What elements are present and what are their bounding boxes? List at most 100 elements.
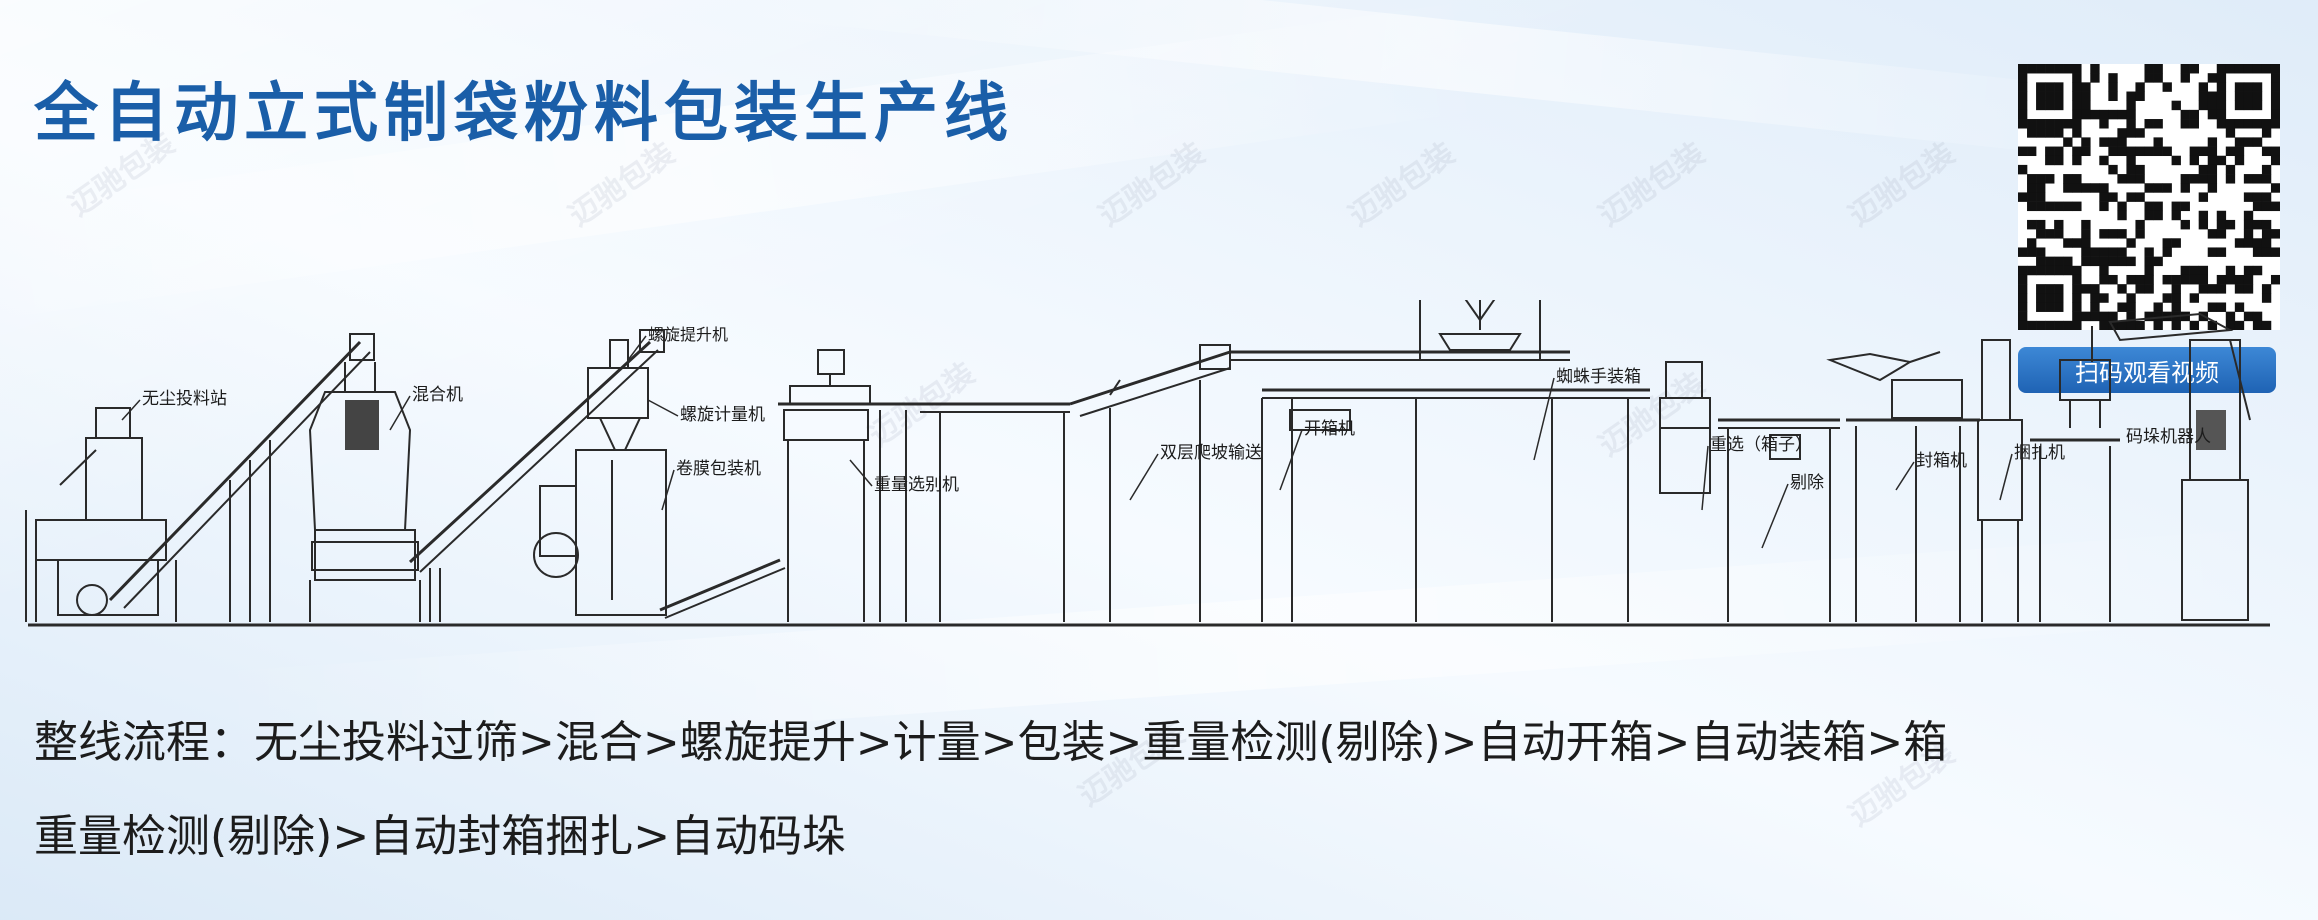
qr-module (2252, 119, 2263, 129)
qr-module (2270, 73, 2280, 83)
label-screw-lift: 螺旋提升机 (648, 325, 728, 344)
qr-module (2243, 229, 2254, 239)
qr-module (2162, 82, 2172, 92)
qr-module (2270, 201, 2280, 212)
qr-module (2117, 137, 2127, 147)
qr-module (2234, 100, 2245, 111)
qr-module (2261, 247, 2272, 257)
qr-module (2243, 82, 2254, 92)
qr-module (2045, 146, 2055, 157)
qr-module (2189, 146, 2199, 157)
watermark: 迈驰包装 (1842, 136, 1962, 234)
qr-module (2252, 64, 2263, 74)
qr-module (2198, 82, 2209, 92)
qr-module (2099, 293, 2109, 303)
qr-module (2108, 109, 2118, 120)
qr-module (2018, 284, 2028, 294)
qr-module (2198, 284, 2209, 294)
qr-module (2018, 311, 2028, 322)
qr-module (2036, 229, 2046, 239)
qr-module (2252, 82, 2263, 92)
qr-module (2045, 91, 2055, 101)
qr-module (2171, 274, 2181, 285)
qr-module (2063, 174, 2073, 184)
qr-module (2126, 146, 2136, 157)
qr-module (2018, 293, 2028, 303)
qr-module (2216, 109, 2227, 120)
qr-module (2171, 100, 2181, 111)
qr-module (2216, 91, 2227, 101)
qr-module (2090, 64, 2100, 74)
qr-module (2054, 320, 2064, 330)
qr-module (2198, 174, 2209, 184)
qr-module (2036, 284, 2046, 294)
qr-module (2045, 100, 2055, 111)
qr-module (2126, 128, 2136, 138)
qr-module (2261, 219, 2272, 230)
qr-module (2081, 137, 2091, 147)
label-palletizer: 码垛机器人 (2126, 427, 2211, 447)
qr-module (2072, 100, 2082, 111)
qr-module (2189, 320, 2199, 330)
qr-module (2126, 119, 2136, 129)
qr-module (2036, 293, 2046, 303)
qr-module (2180, 64, 2190, 74)
case-packing-line (1230, 350, 1650, 622)
qr-module (2027, 128, 2037, 138)
qr-module (2261, 164, 2272, 175)
qr-module (2045, 293, 2055, 303)
qr-module (2117, 109, 2127, 120)
qr-module (2207, 91, 2218, 101)
qr-module (2063, 265, 2073, 276)
case-sealer-machine (1826, 351, 1980, 622)
qr-code (2018, 64, 2280, 330)
qr-module (2063, 238, 2073, 248)
qr-module (2189, 274, 2199, 285)
qr-module (2036, 201, 2046, 212)
qr-module (2162, 247, 2172, 257)
qr-module (2117, 320, 2127, 330)
qr-module (2126, 91, 2136, 101)
qr-module (2054, 256, 2064, 267)
qr-module (2036, 247, 2046, 257)
qr-module (2171, 293, 2181, 303)
qr-module (2081, 311, 2091, 322)
qr-module (2072, 119, 2082, 129)
qr-module (2090, 247, 2100, 257)
label-weight-sorter: 重量选别机 (874, 475, 959, 495)
qr-module (2135, 174, 2145, 184)
screw-conveyor-1 (108, 333, 375, 622)
qr-module (2234, 155, 2245, 166)
qr-module (2144, 274, 2154, 285)
qr-module (2045, 302, 2055, 312)
qr-module (2054, 146, 2064, 157)
qr-module (2099, 247, 2109, 257)
qr-module (2189, 109, 2199, 120)
qr-module (2243, 210, 2254, 221)
qr-module (2189, 64, 2199, 74)
qr-module (2144, 265, 2154, 276)
qr-module (2081, 183, 2091, 193)
screw-conveyor-2 (408, 329, 665, 622)
qr-module (2108, 146, 2118, 157)
qr-module (2054, 293, 2064, 303)
qr-module (2018, 91, 2028, 101)
qr-module (2180, 183, 2190, 193)
qr-module (2045, 265, 2055, 276)
qr-module (2153, 146, 2163, 157)
qr-module (2270, 119, 2280, 129)
process-flow-line-1: 整线流程：无尘投料过筛>混合>螺旋提升>计量>包装>重量检测(剔除)>自动开箱>… (34, 717, 1948, 768)
qr-module (2189, 293, 2199, 303)
qr-module (2171, 284, 2181, 294)
qr-module (2063, 64, 2073, 74)
qr-module (2054, 229, 2064, 239)
qr-module (2090, 256, 2100, 267)
qr-module (2126, 174, 2136, 184)
qr-module (2261, 128, 2272, 138)
qr-module (2018, 82, 2028, 92)
qr-module (2072, 311, 2082, 322)
qr-module (2207, 146, 2218, 157)
qr-module (2252, 91, 2263, 101)
qr-module (2081, 100, 2091, 111)
qr-module (2270, 274, 2280, 285)
